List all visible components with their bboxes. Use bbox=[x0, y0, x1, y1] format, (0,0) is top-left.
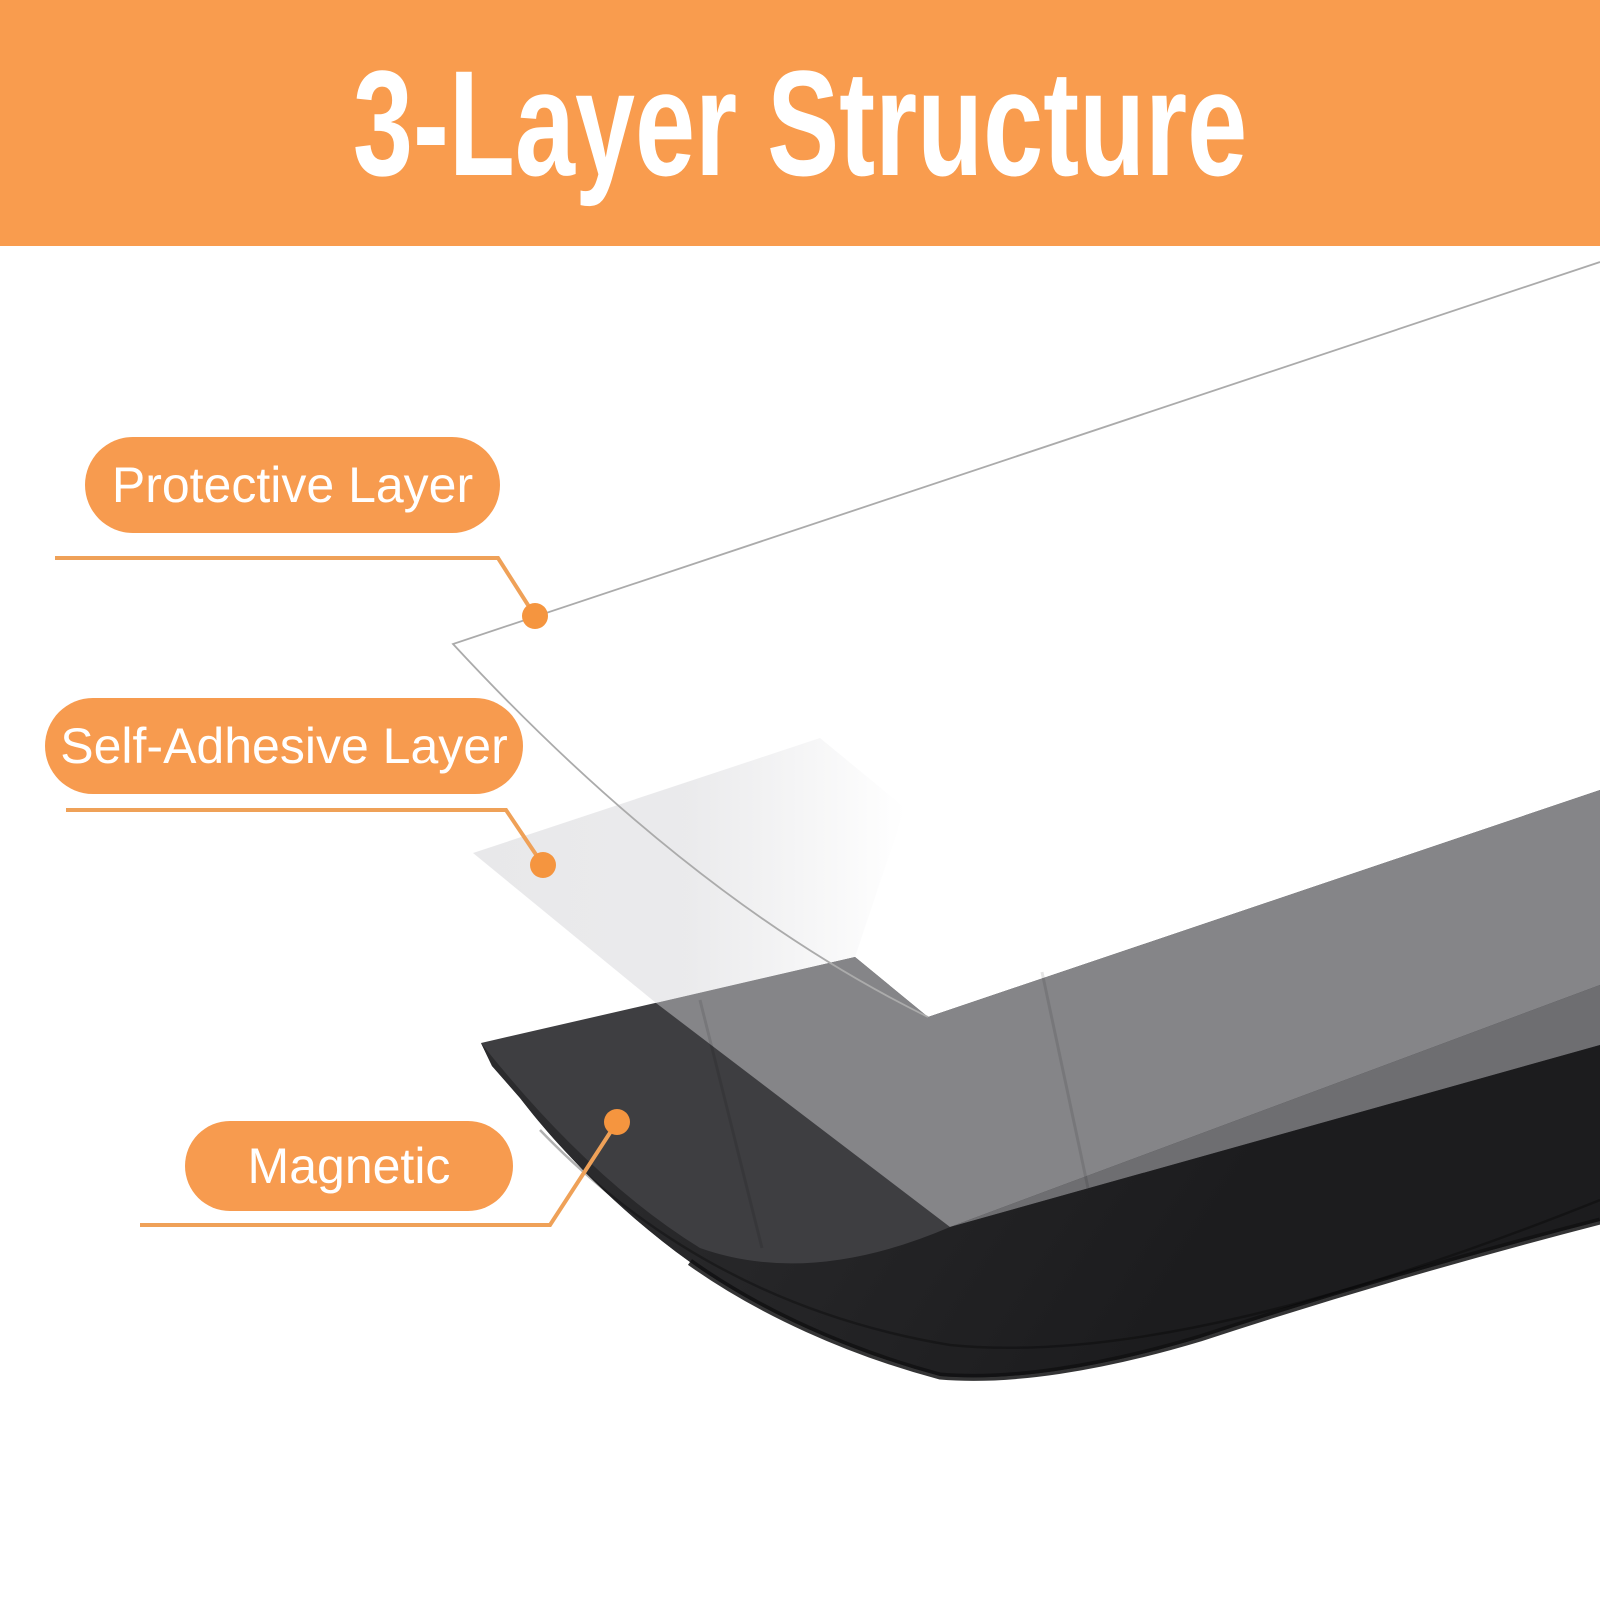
page-title: 3-Layer Structure bbox=[352, 39, 1248, 207]
magnet-side-face bbox=[481, 1043, 1600, 1378]
leader-line-protective bbox=[55, 556, 537, 618]
leader-dot-protective bbox=[522, 603, 548, 629]
magnet-score-line-1 bbox=[698, 999, 764, 1249]
label-pill-protective-layer: Protective Layer bbox=[85, 437, 500, 533]
label-text-protective-layer: Protective Layer bbox=[111, 457, 474, 513]
magnetic-layer-illustration bbox=[481, 790, 1600, 1381]
magnet-score-line-2 bbox=[1040, 971, 1090, 1189]
leader-dot-adhesive bbox=[530, 852, 556, 878]
label-pill-self-adhesive-layer: Self-Adhesive Layer bbox=[45, 698, 523, 794]
magnet-region-under-film-and-sheet bbox=[656, 790, 1600, 1227]
leader-line-magnetic bbox=[140, 1120, 619, 1227]
label-text-self-adhesive-layer: Self-Adhesive Layer bbox=[60, 718, 508, 774]
magnet-region-under-sheet bbox=[950, 985, 1600, 1227]
magnet-side-crease bbox=[539, 1129, 1600, 1350]
adhesive-film-tip bbox=[473, 738, 905, 1003]
magnet-bottom-lip bbox=[687, 1217, 1600, 1381]
leader-line-adhesive bbox=[66, 808, 545, 867]
label-pill-magnetic: Magnetic bbox=[185, 1121, 513, 1211]
protective-sheet-outline bbox=[451, 261, 1600, 1018]
header-banner: 3-Layer Structure bbox=[0, 0, 1600, 246]
label-text-magnetic: Magnetic bbox=[247, 1138, 451, 1194]
leader-dot-magnetic bbox=[604, 1109, 630, 1135]
callout-leaders bbox=[55, 556, 630, 1227]
